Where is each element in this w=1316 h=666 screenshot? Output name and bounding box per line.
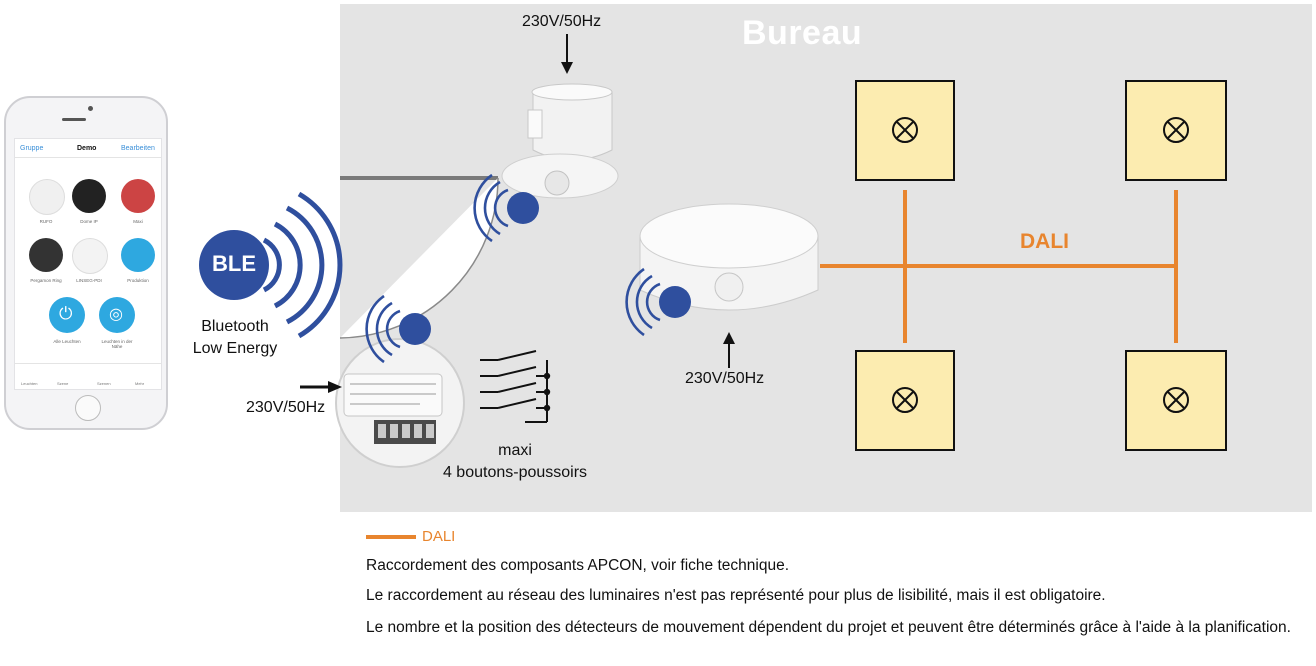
power-label-gateway: 230V/50Hz: [685, 370, 765, 387]
phone-camera: [88, 106, 93, 111]
luminaire-top-right: [1125, 80, 1227, 181]
nearby-icon: ◎: [109, 304, 123, 323]
legend-dali-label: DALI: [422, 528, 456, 545]
tile-pergamon[interactable]: [29, 238, 63, 272]
arrow-icon: [561, 62, 573, 74]
power-all-button[interactable]: ⏻: [49, 297, 85, 333]
app-screen: Gruppe Demo Bearbeiten RUFO Dome IP Maxi…: [14, 138, 162, 390]
push-button-module: [335, 338, 465, 468]
lamp-cross-icon: [1163, 387, 1189, 413]
action-label: Alle Leuchten: [53, 339, 81, 344]
action-label: Leuchten in der Nähe: [101, 339, 133, 349]
home-button[interactable]: [75, 395, 101, 421]
phone-speaker: [62, 118, 86, 121]
app-title: Demo: [77, 145, 97, 152]
wireless-waves-icon: [473, 173, 539, 243]
power-label-sensor: 230V/50Hz: [522, 13, 602, 30]
arrow-icon: [328, 381, 342, 393]
buttons-caption-line1: maxi: [498, 442, 532, 459]
note-1: Raccordement des composants APCON, voir …: [366, 557, 790, 574]
wireless-waves-icon: [625, 267, 691, 337]
wireless-waves-icon: [365, 294, 431, 364]
tile-produktion[interactable]: [121, 238, 155, 272]
luminaire-top-left: [855, 80, 955, 181]
power-label-button-module: 230V/50Hz: [246, 399, 326, 416]
tile-label: RUFO: [39, 219, 53, 224]
nearby-button[interactable]: ◎: [99, 297, 135, 333]
door-swing-arc: [339, 177, 499, 339]
ble-badge: [199, 191, 343, 339]
app-tab-group[interactable]: Gruppe: [20, 145, 44, 152]
smartphone: Gruppe Demo Bearbeiten RUFO Dome IP Maxi…: [4, 96, 168, 430]
buttons-caption-line2: 4 boutons-poussoirs: [442, 464, 588, 481]
tile-label: LINSEG-PDI: [76, 278, 102, 283]
note-3: Le nombre et la position des détecteurs …: [366, 619, 1291, 636]
tile-rufo[interactable]: [29, 179, 65, 215]
room-title: Bureau: [742, 14, 863, 52]
tile-dome[interactable]: [72, 179, 106, 213]
tile-maxi[interactable]: [121, 179, 155, 213]
tile-label: Pergamon Ring: [30, 278, 62, 283]
lamp-cross-icon: [892, 117, 918, 143]
footer-tab[interactable]: Mehr: [135, 381, 145, 386]
push-buttons-symbol: [480, 350, 548, 423]
luminaire-bottom-right: [1125, 350, 1227, 451]
note-2: Le raccordement au réseau des luminaires…: [366, 587, 1106, 604]
ceiling-sensor: [501, 83, 619, 199]
arrow-icon: [723, 332, 735, 344]
ble-badge-label: BLE: [212, 251, 256, 276]
luminaire-bottom-left: [855, 350, 955, 451]
app-tab-edit[interactable]: Bearbeiten: [121, 145, 155, 152]
tile-label: Dome IP: [80, 219, 98, 224]
legend-dali-swatch: [366, 535, 416, 539]
footer-tab[interactable]: Szenen: [97, 381, 111, 386]
tile-label: Produktion: [127, 278, 149, 283]
tile-linseg[interactable]: [72, 238, 108, 274]
ble-caption-line1: Bluetooth: [201, 318, 269, 335]
ble-caption-line2: Low Energy: [192, 340, 278, 357]
dali-bus-label: DALI: [1020, 230, 1069, 253]
dali-bus: [820, 190, 1178, 343]
lamp-cross-icon: [892, 387, 918, 413]
power-icon: ⏻: [59, 304, 73, 324]
lamp-cross-icon: [1163, 117, 1189, 143]
footer-tab[interactable]: Leuchten: [21, 381, 38, 386]
footer-tab[interactable]: Szene: [57, 381, 69, 386]
tile-label: Maxi: [133, 219, 143, 224]
